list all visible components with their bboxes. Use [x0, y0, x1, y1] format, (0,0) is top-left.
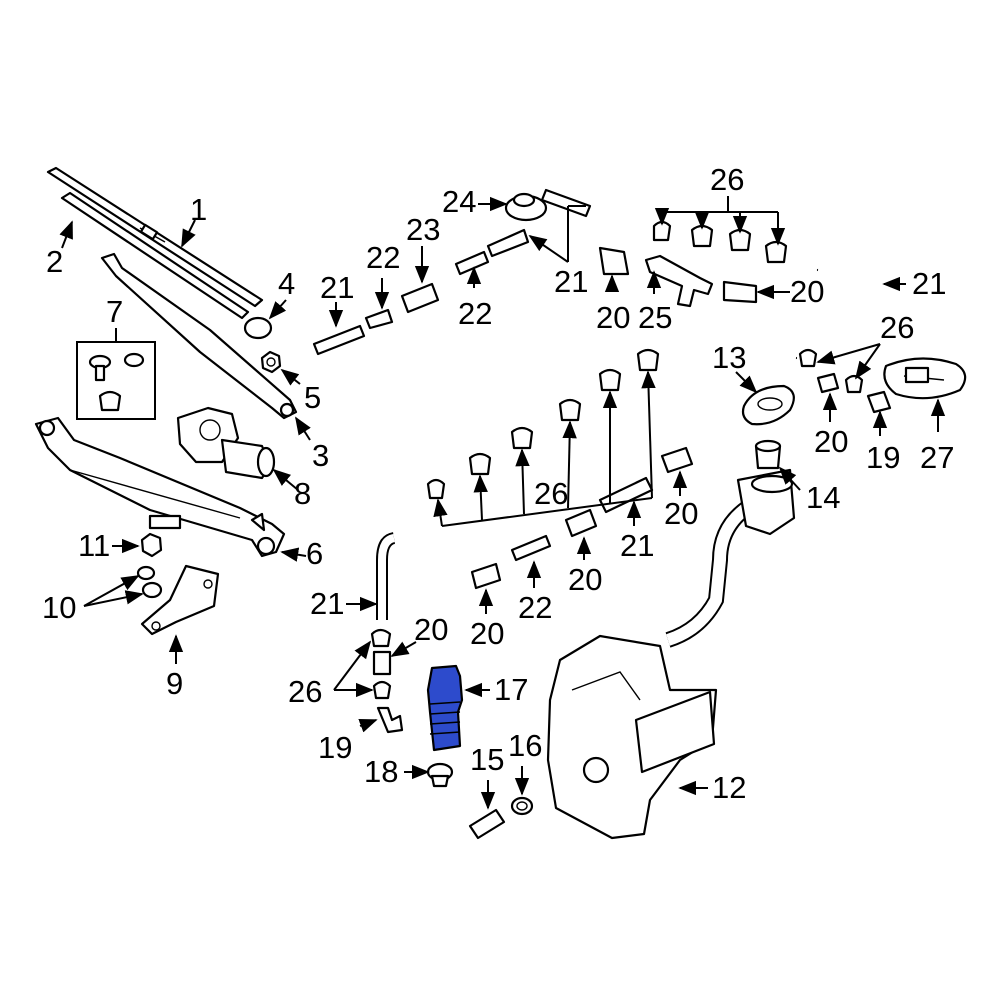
- wiper-linkage: [34, 416, 286, 558]
- clip-row-middle: [426, 348, 660, 500]
- callout-26-mid: 26: [534, 476, 568, 511]
- check-valve-19: [376, 706, 404, 734]
- washer-pump: [426, 664, 464, 752]
- connector-22-mid: [510, 534, 552, 562]
- callout-20-right: 20: [814, 424, 848, 459]
- callout-6: 6: [306, 536, 323, 571]
- hose-21-top: [486, 228, 530, 258]
- wiper-motor: [176, 406, 276, 480]
- callout-3: 3: [312, 438, 329, 473]
- sleeve-20-left: [372, 650, 392, 676]
- callout-24: 24: [442, 184, 476, 219]
- callout-21-top-center: 21: [554, 264, 588, 299]
- callout-21-top-right: 21: [912, 266, 946, 301]
- washer-reservoir: [546, 468, 796, 840]
- callout-20-mid-right: 20: [664, 496, 698, 531]
- connector-15: [468, 808, 506, 840]
- callout-20-mid: 20: [568, 562, 602, 597]
- seal-16: [510, 796, 534, 816]
- hose-long-right: [755, 267, 882, 361]
- callout-16: 16: [508, 728, 542, 763]
- mounting-bracket: [140, 564, 220, 636]
- nozzle-27: [883, 357, 967, 400]
- nozzle-19-right: [866, 390, 892, 414]
- callout-22-mid: 22: [518, 590, 552, 625]
- callout-22-top-center: 22: [458, 296, 492, 331]
- hose-21-small: [540, 188, 592, 218]
- sleeve-20-small-right: [816, 372, 840, 394]
- callout-2: 2: [46, 244, 63, 279]
- callout-21-mid: 21: [620, 528, 654, 563]
- clip-26-left-upper: [370, 628, 392, 648]
- hose-short-left: [312, 324, 366, 356]
- callout-labels: 1 2 3 4 5 6 7 8 9 10 11 12 13 14 15 16 1…: [42, 162, 954, 805]
- callout-21-left: 21: [310, 586, 344, 621]
- grommet-24: [504, 192, 548, 222]
- callout-1: 1: [190, 192, 207, 227]
- sleeve-20-mid-left: [470, 562, 502, 590]
- callout-19-right: 19: [866, 440, 900, 475]
- connector-22a: [364, 308, 394, 330]
- callout-12: 12: [712, 770, 746, 805]
- bushing-upper: [136, 565, 156, 581]
- clip-26-left-lower: [372, 680, 392, 700]
- callout-27: 27: [920, 440, 954, 475]
- sleeve-20-right: [722, 280, 758, 304]
- callout-7: 7: [106, 294, 123, 329]
- callout-26-top: 26: [710, 162, 744, 197]
- bushing-lower: [141, 581, 163, 599]
- callout-23: 23: [406, 212, 440, 247]
- clip-row-top: [652, 220, 788, 264]
- grommet-18: [426, 762, 454, 788]
- leader-lines: [59, 196, 946, 810]
- callout-20-top: 20: [596, 300, 630, 335]
- callout-11: 11: [78, 528, 110, 563]
- callout-8: 8: [294, 476, 311, 511]
- sleeve-20-mid-upper: [660, 446, 694, 474]
- callout-5: 5: [304, 380, 321, 415]
- filler-neck-ring: [754, 439, 782, 470]
- arm-nut: [260, 350, 282, 374]
- callout-9: 9: [166, 666, 183, 701]
- nut: [140, 532, 163, 558]
- callout-26-right: 26: [880, 310, 914, 345]
- callout-19-left: 19: [318, 730, 352, 765]
- callout-17: 17: [494, 672, 528, 707]
- callout-25: 25: [638, 300, 672, 335]
- sleeve-20-mid: [564, 508, 598, 538]
- callout-18: 18: [364, 754, 398, 789]
- callout-26-left: 26: [288, 674, 322, 709]
- clip-26-right: [798, 348, 864, 394]
- hose-vertical: [376, 532, 396, 620]
- connector-22b: [454, 250, 490, 276]
- wiper-arm: [100, 252, 298, 420]
- callout-21-top-left: 21: [320, 270, 354, 305]
- callout-10: 10: [42, 590, 76, 625]
- t-connector-25: [644, 254, 714, 308]
- sleeve-23: [400, 282, 440, 314]
- filler-cap: [741, 384, 795, 426]
- arm-cap: [243, 316, 273, 340]
- callout-15: 15: [470, 742, 504, 777]
- callout-4: 4: [278, 266, 295, 301]
- callout-20-mid-left: 20: [470, 616, 504, 651]
- callout-14: 14: [806, 480, 840, 515]
- hose-21-mid: [598, 476, 654, 514]
- callout-20-top-right: 20: [790, 274, 824, 309]
- wiper-blade: [46, 166, 264, 320]
- callout-13: 13: [712, 340, 746, 375]
- callout-22-top-left: 22: [366, 240, 400, 275]
- sleeve-20-top: [598, 246, 630, 276]
- callout-20-left: 20: [414, 612, 448, 647]
- fastener-kit: [76, 341, 156, 420]
